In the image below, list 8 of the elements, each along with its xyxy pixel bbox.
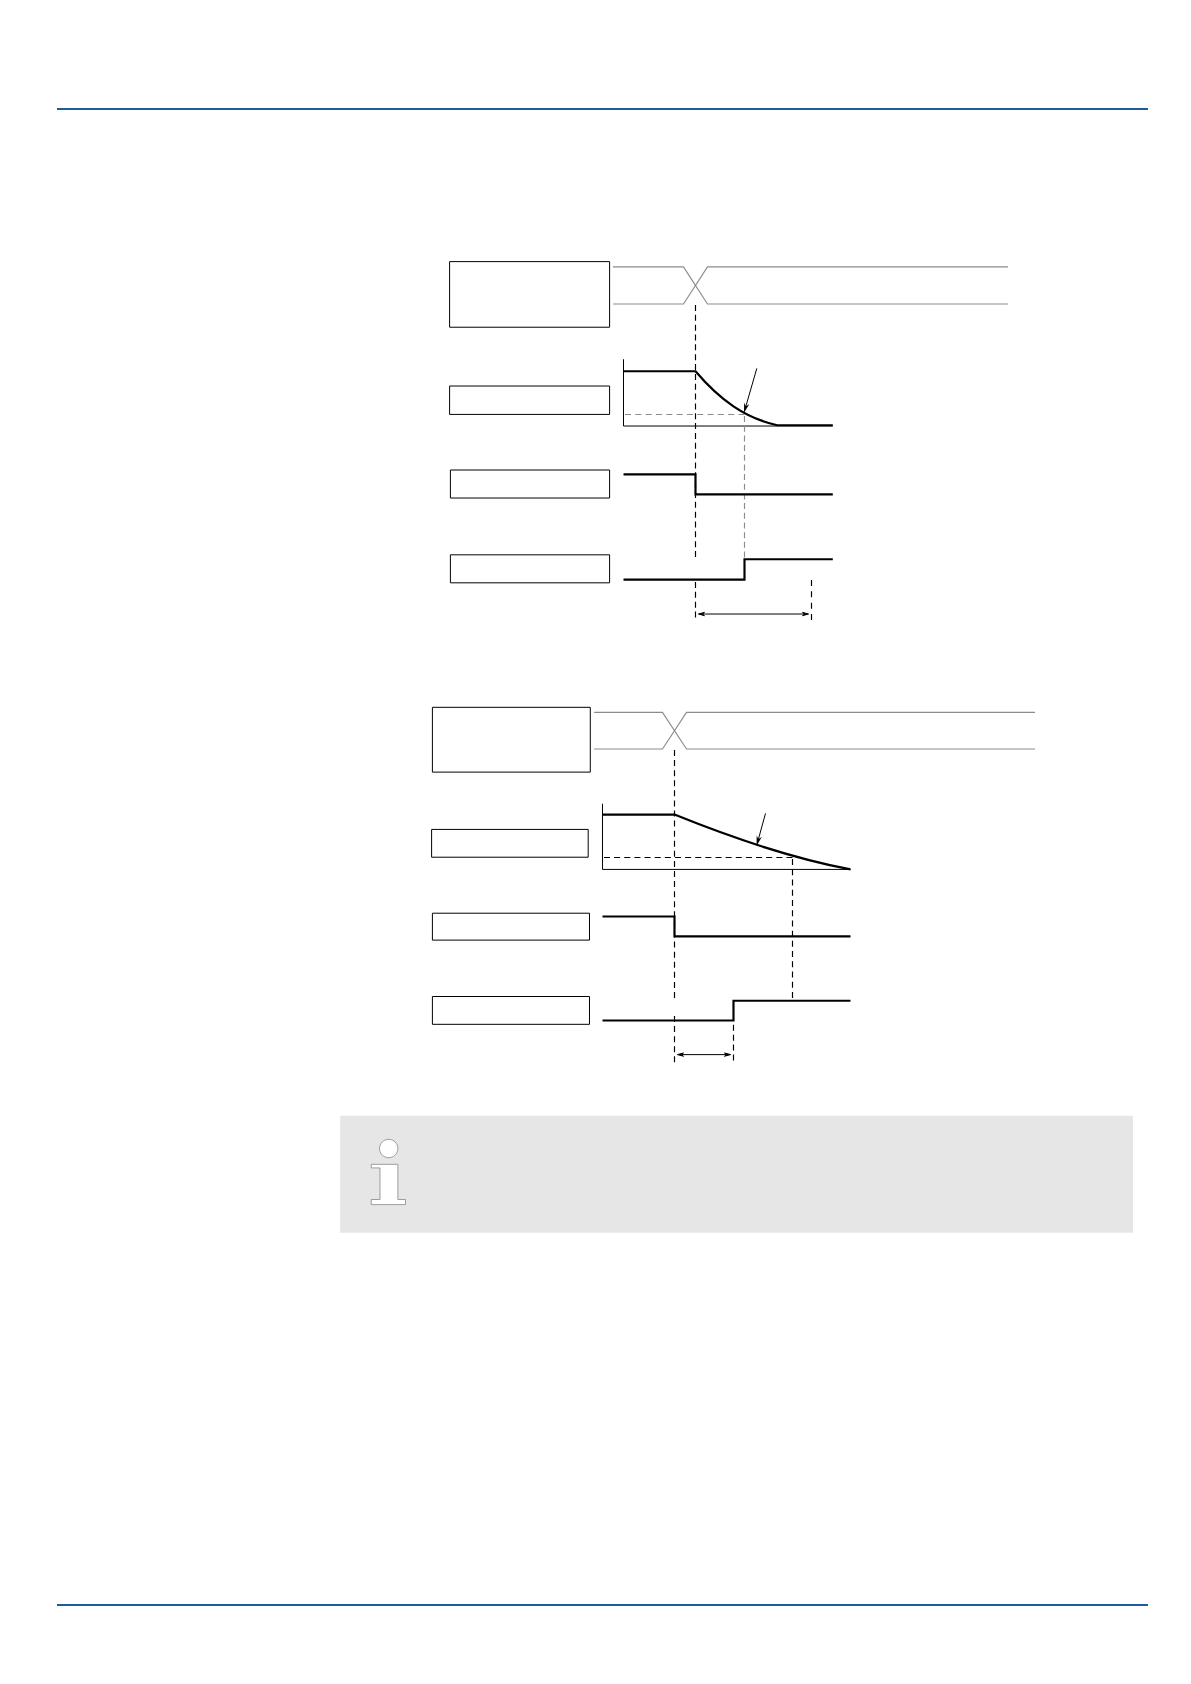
- label-box: [449, 261, 611, 328]
- label-box: [431, 996, 590, 1025]
- label-box: [449, 469, 611, 499]
- label-box: [449, 554, 611, 584]
- label-box: [431, 828, 589, 858]
- label-box: [449, 385, 611, 415]
- label-box: [431, 912, 590, 941]
- label-box: [431, 706, 591, 773]
